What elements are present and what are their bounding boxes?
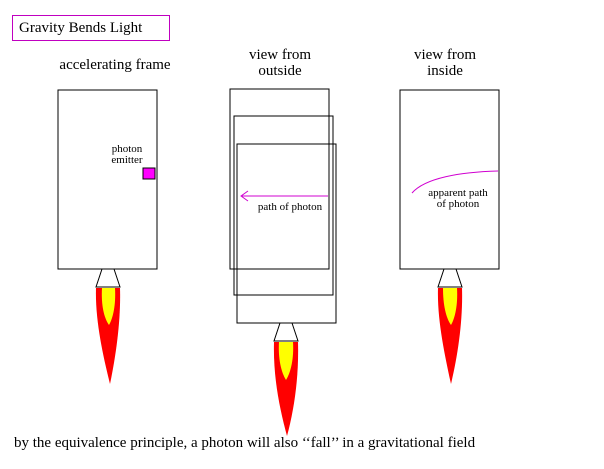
diagram-title: Gravity Bends Light bbox=[19, 20, 143, 36]
rocket-flame-outer-1 bbox=[95, 288, 121, 384]
heading-accelerating-frame-text: accelerating frame bbox=[59, 57, 171, 73]
rocket-flame-inner-3 bbox=[443, 288, 458, 325]
elevator-box-outside-1 bbox=[229, 88, 330, 270]
caption: by the equivalence principle, a photon w… bbox=[14, 434, 604, 452]
heading-accelerating-frame: accelerating frame bbox=[40, 57, 190, 73]
heading-view-inside-line1: view from bbox=[413, 47, 477, 63]
heading-view-outside-line2: outside bbox=[258, 63, 302, 79]
rocket-flame-outer-2 bbox=[273, 342, 299, 436]
title-box: Gravity Bends Light bbox=[12, 15, 170, 41]
rocket-nozzle-3 bbox=[437, 268, 463, 288]
rocket-flame-outer-3 bbox=[437, 288, 463, 384]
label-apparent-path: apparent path of photon bbox=[418, 188, 498, 210]
label-path-of-photon-text: path of photon bbox=[257, 201, 323, 213]
label-apparent-path-line2: of photon bbox=[436, 198, 480, 210]
heading-view-outside-line1: view from bbox=[248, 47, 312, 63]
rocket-nozzle-2 bbox=[273, 322, 299, 342]
label-photon-emitter-line2: emitter bbox=[111, 154, 143, 166]
rocket-nozzle-1 bbox=[95, 268, 121, 288]
heading-view-outside: view from outside bbox=[225, 47, 335, 79]
elevator-box-outside-2 bbox=[233, 115, 334, 296]
label-apparent-path-line1: apparent path bbox=[428, 187, 488, 199]
photon-emitter bbox=[142, 167, 156, 180]
rocket-flame-inner-1 bbox=[101, 288, 116, 325]
caption-text: by the equivalence principle, a photon w… bbox=[14, 435, 476, 451]
apparent-photon-path bbox=[411, 170, 499, 194]
label-photon-emitter: photon emitter bbox=[104, 144, 150, 166]
label-photon-emitter-line1: photon bbox=[111, 143, 143, 155]
elevator-box-3 bbox=[399, 89, 500, 270]
heading-view-inside: view from inside bbox=[390, 47, 500, 79]
elevator-box-1 bbox=[57, 89, 158, 270]
rocket-flame-inner-2 bbox=[278, 342, 294, 380]
elevator-box-outside-3 bbox=[236, 143, 337, 324]
label-path-of-photon: path of photon bbox=[250, 202, 330, 213]
heading-view-inside-line2: inside bbox=[427, 63, 463, 79]
photon-arrowhead bbox=[240, 190, 249, 202]
